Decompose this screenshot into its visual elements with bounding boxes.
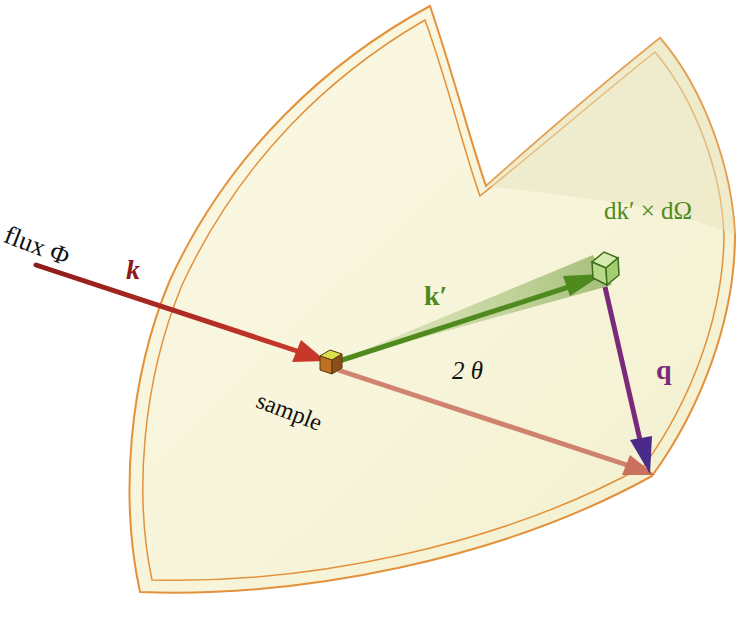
spherical-shell: [130, 6, 735, 593]
scattering-vector: [605, 287, 640, 440]
solid-angle-cone: [335, 255, 612, 362]
transmitted-beam: [338, 370, 630, 466]
detector-element: [592, 252, 619, 285]
sample-cube: [320, 350, 342, 374]
incident-beam: [36, 265, 300, 352]
scattering-arrowhead: [630, 436, 652, 474]
angle-label: 2 θ: [452, 358, 483, 383]
shell-back-shade: [486, 38, 735, 235]
vector-label: k: [126, 256, 140, 284]
scattered-beam: [336, 285, 575, 362]
vector-label: q: [656, 356, 672, 384]
element-label: dk′ × dΩ: [604, 198, 692, 223]
vector-label: k′: [424, 282, 447, 310]
